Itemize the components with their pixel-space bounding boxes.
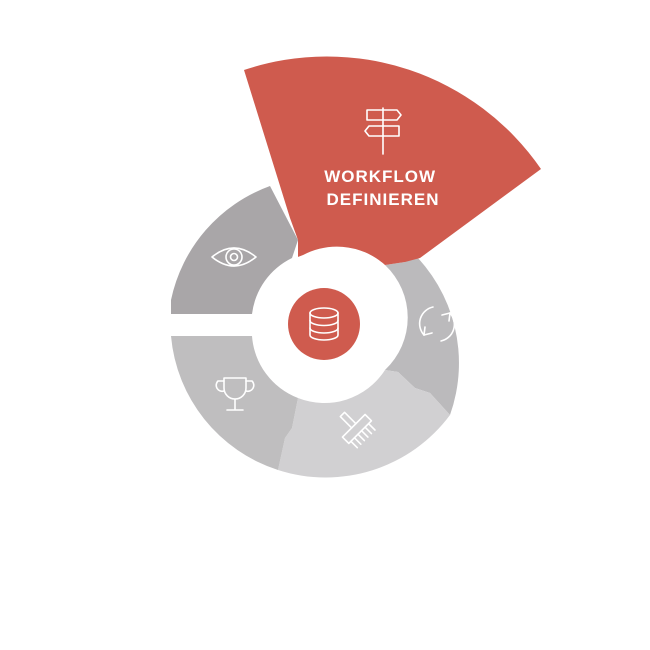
segment-monitor[interactable] [171, 186, 298, 314]
brush-icon [339, 411, 376, 449]
segment-cleanse[interactable] [278, 370, 450, 478]
segment-workflow-definieren[interactable] [244, 56, 541, 265]
active-segment-label: WORKFLOW DEFINIEREN [324, 167, 442, 209]
eye-icon [211, 247, 257, 267]
label-line-2: DEFINIEREN [327, 190, 440, 209]
refresh-cycle-icon [418, 306, 456, 342]
database-icon [309, 307, 339, 341]
signpost-icon [364, 107, 402, 155]
trophy-icon [215, 377, 255, 411]
label-line-1: WORKFLOW [324, 167, 436, 186]
center-hub[interactable] [288, 288, 360, 360]
